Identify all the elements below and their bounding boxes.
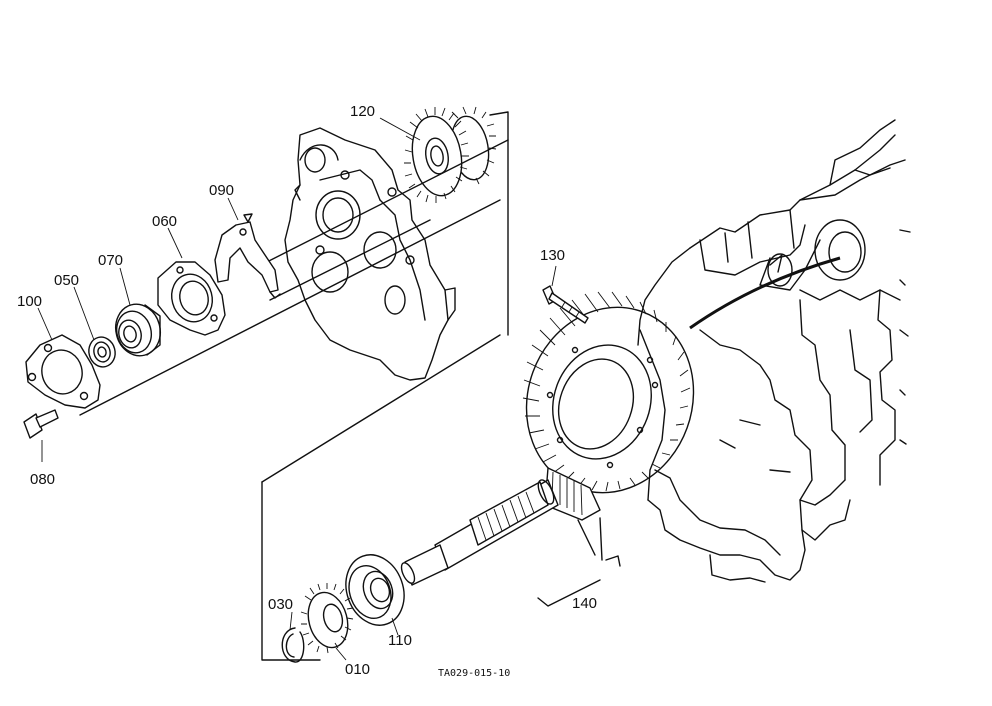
part-labels: 120 090 060 070 050 100 080 130 140 030 … (17, 103, 597, 679)
label-010: 010 (345, 661, 370, 678)
label-100: 100 (17, 293, 42, 310)
bolt-130 (542, 285, 589, 324)
oil-seal-050 (88, 336, 116, 368)
label-050: 050 (54, 272, 79, 289)
assembly-bracket-upper (79, 111, 509, 416)
assembly-bracket-lower (261, 334, 621, 661)
spur-gear-010 (300, 583, 354, 654)
label-090: 090 (209, 182, 234, 199)
cover-plate-100 (25, 334, 101, 409)
label-080: 080 (30, 471, 55, 488)
transmission-case (637, 119, 911, 583)
bearing-110 (345, 554, 405, 626)
bearing-holder-060 (157, 261, 226, 336)
figure-code: TA029-015-10 (438, 668, 510, 679)
label-060: 060 (152, 213, 177, 230)
double-gear-120 (404, 106, 497, 203)
leader-lines (37, 117, 557, 661)
label-030: 030 (268, 596, 293, 613)
label-140: 140 (572, 595, 597, 612)
bolt-080 (23, 409, 59, 439)
label-120: 120 (350, 103, 375, 120)
shift-fork-090 (214, 213, 281, 299)
label-110: 110 (388, 632, 412, 649)
bearing-070 (115, 303, 161, 357)
snap-ring-030 (281, 627, 305, 663)
ring-gear (522, 291, 695, 494)
label-130: 130 (540, 247, 565, 264)
label-070: 070 (98, 252, 123, 269)
center-housing (284, 127, 456, 381)
pinion-shaft (400, 467, 603, 586)
